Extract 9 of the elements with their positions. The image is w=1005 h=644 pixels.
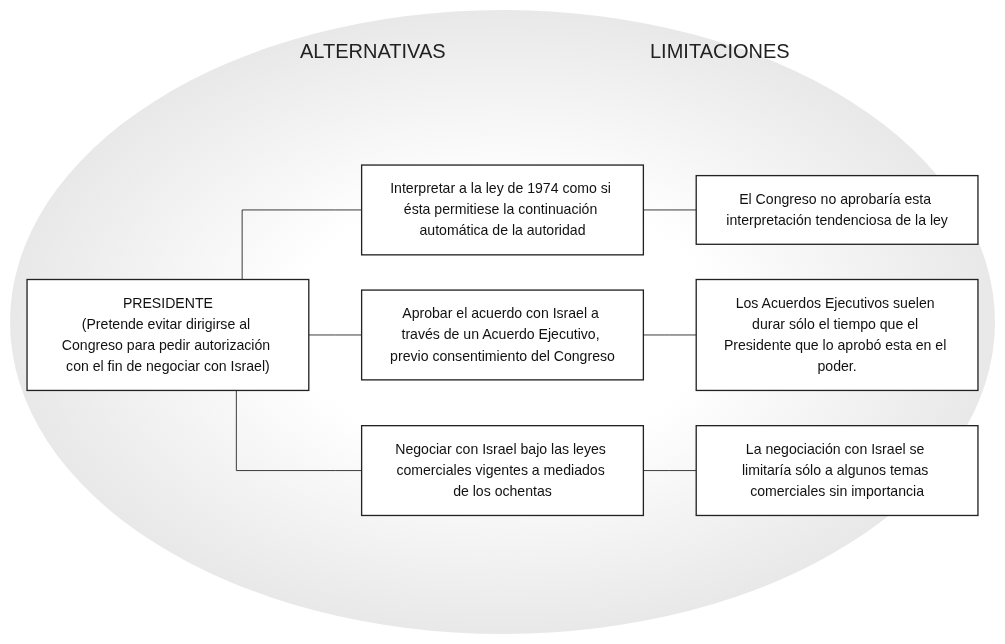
column-heading: LIMITACIONES — [650, 40, 790, 63]
node-box: La negociación con Israel se limitaría sólo a algunos temas comerciales sin importancia — [695, 424, 979, 516]
node-box: Aprobar el acuerdo con Israel a través de un Acuerdo Ejecutivo, previo consentimiento del Congreso — [360, 289, 645, 381]
node-box: Negociar con Israel bajo las leyes comerciales vigentes a mediados de los ochentas — [360, 424, 645, 516]
node-box: El Congreso no aprobaría esta interpretación tendenciosa de la ley — [695, 174, 979, 245]
node-box: Los Acuerdos Ejecutivos suelen durar sólo el tiempo que el Presidente que lo aprobó esta en el poder. — [695, 278, 979, 391]
column-heading: ALTERNATIVAS — [300, 40, 446, 63]
node-box: Interpretar a la ley de 1974 como si ésta permitiese la continuación automática de la autoridad — [360, 164, 645, 256]
node-box: PRESIDENTE (Pretende evitar dirigirse al Congreso para pedir autorización con el fin de negociar con Israel) — [26, 278, 310, 391]
